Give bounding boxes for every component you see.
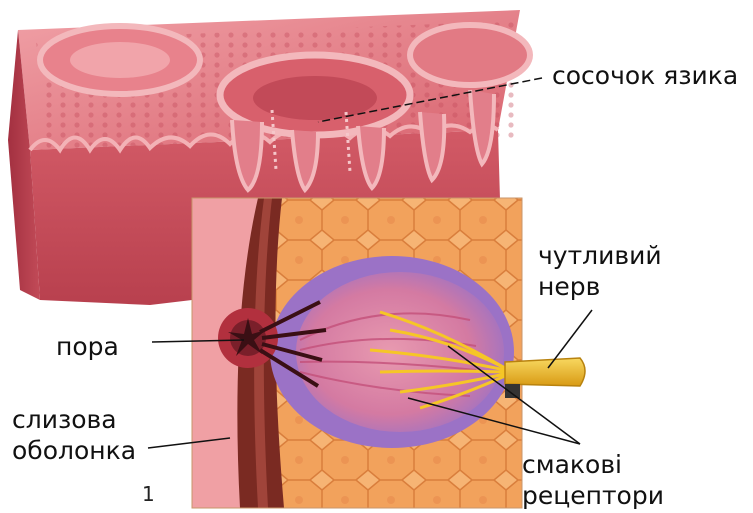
taste-bud-inset — [192, 198, 522, 508]
label-tongue-papilla: сосочок язика — [552, 60, 738, 91]
label-sensory-nerve-line2: нерв — [538, 271, 662, 302]
label-sensory-nerve: чутливий нерв — [538, 240, 662, 302]
label-taste-receptors: смакові рецептори — [522, 449, 664, 511]
figure-number: 1 — [142, 482, 155, 506]
papilla-ring-3 — [410, 25, 530, 85]
label-mucous-membrane-line1: слизова — [12, 404, 136, 435]
label-mucous-membrane-line2: оболонка — [12, 435, 136, 466]
sensory-nerve — [505, 358, 585, 398]
label-sensory-nerve-line1: чутливий — [538, 240, 662, 271]
label-taste-receptors-line1: смакові — [522, 449, 664, 480]
label-taste-receptors-line2: рецептори — [522, 480, 664, 511]
label-mucous-membrane: слизова оболонка — [12, 404, 136, 466]
label-pore: пора — [56, 331, 119, 362]
